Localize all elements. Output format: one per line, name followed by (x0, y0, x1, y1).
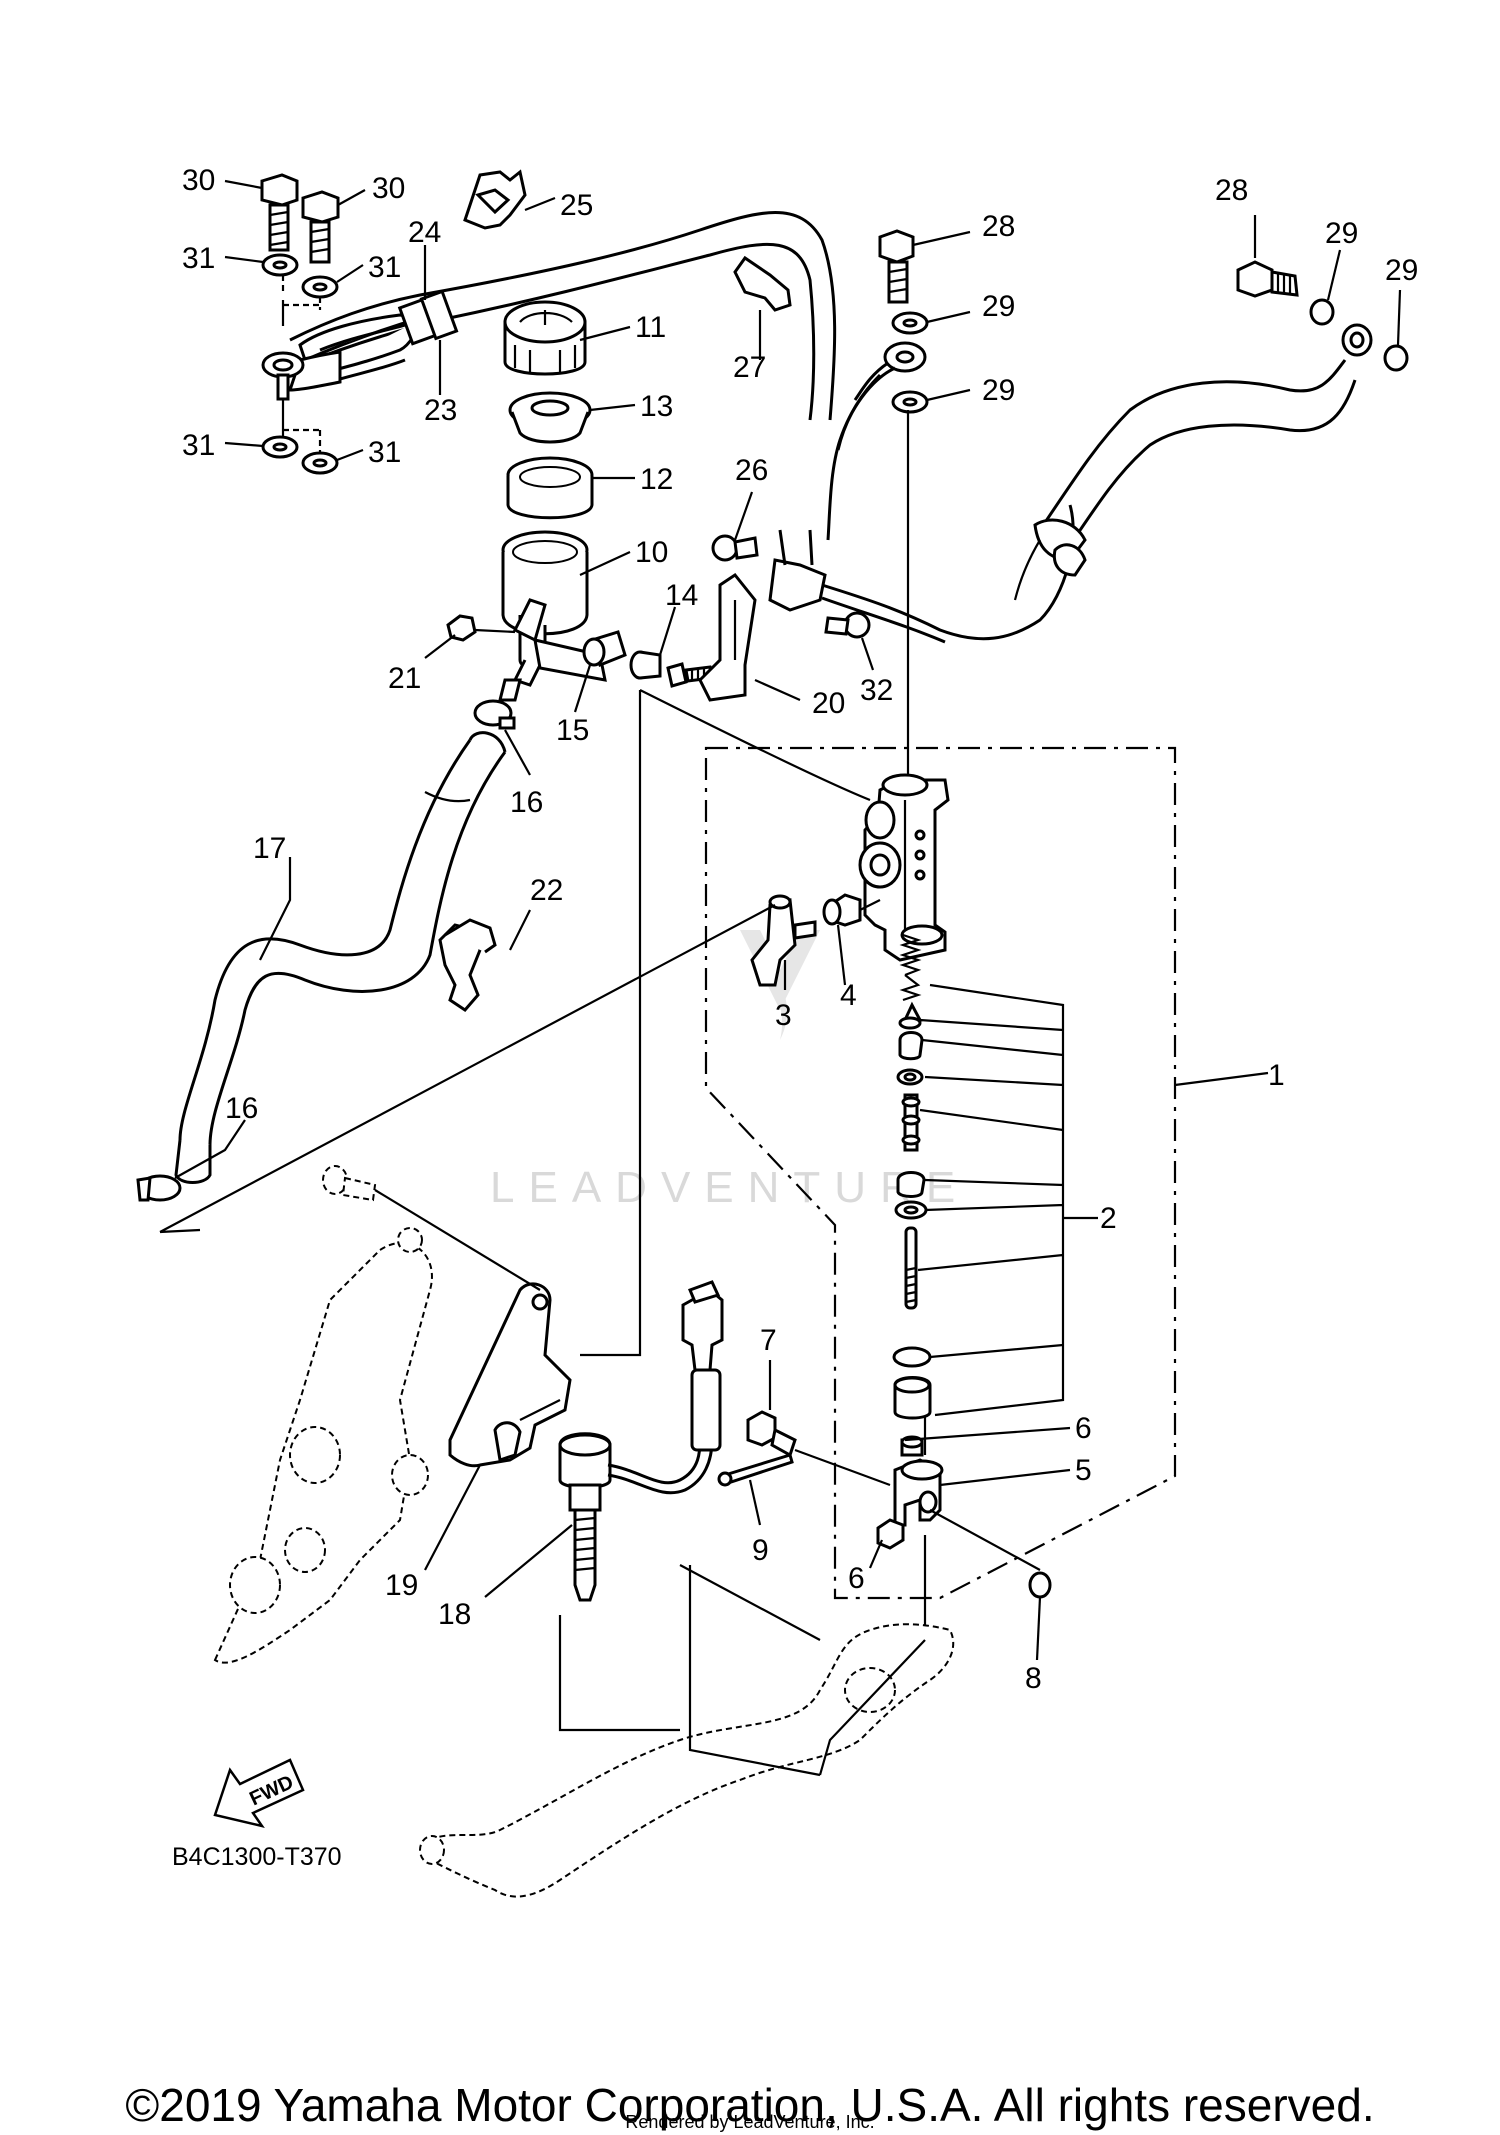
clamp-22 (438, 918, 497, 1012)
bolt-30a (260, 173, 299, 252)
callout-24: 24 (408, 216, 441, 249)
callout-18: 18 (438, 1598, 471, 1631)
callout-20: 20 (812, 687, 845, 720)
oring-4 (822, 893, 862, 927)
diaphragm-13 (508, 391, 592, 444)
diaphragm-holder-12 (506, 456, 594, 520)
callout-5: 5 (1075, 1454, 1092, 1487)
master-cylinder-body (858, 773, 950, 962)
reservoir-10 (501, 530, 607, 687)
callout-1: 1 (1268, 1059, 1285, 1092)
callout-31c: 31 (182, 429, 215, 462)
brake-pedal-ghost (419, 1623, 955, 1898)
callout-16b: 16 (225, 1092, 258, 1125)
callout-12: 12 (640, 463, 673, 496)
callout-28b: 28 (982, 210, 1015, 243)
fitting-15 (582, 630, 627, 667)
callout-8: 8 (1025, 1662, 1042, 1695)
callout-21: 21 (388, 662, 421, 695)
hose-clamp-16a (473, 699, 516, 730)
hose-guide-27 (733, 255, 792, 312)
washer-29c (1309, 298, 1335, 326)
bolt-20 (666, 662, 714, 688)
rendered-by-credit: Rendered by LeadVenture, Inc. (625, 2112, 875, 2132)
callout-4: 4 (840, 979, 857, 1012)
oring-8 (1028, 1571, 1052, 1599)
fitting-21-pipe (498, 678, 522, 702)
callout-29c: 29 (982, 290, 1015, 323)
bolt-7 (746, 1410, 797, 1458)
fwd-arrow-icon: FWD (213, 1758, 305, 1828)
callout-31d: 31 (368, 436, 401, 469)
bolt-ghost (322, 1165, 377, 1202)
washer-29d (1383, 344, 1409, 372)
brake-switch-18 (558, 1280, 724, 1602)
callout-29b: 29 (1385, 254, 1418, 287)
nut-6b (876, 1518, 905, 1550)
callout-10: 10 (635, 536, 668, 569)
pin-9 (717, 1453, 794, 1487)
grommet-14 (629, 650, 662, 680)
diagram-code: B4C1300-T370 (172, 1843, 342, 1871)
hose-joint (768, 504, 1075, 644)
clevis-5 (893, 1458, 944, 1527)
callout-22: 22 (530, 874, 563, 907)
bolt-26 (711, 534, 759, 562)
callout-13: 13 (640, 390, 673, 423)
callout-14: 14 (665, 579, 698, 612)
callout-30b: 30 (372, 172, 405, 205)
bolt-30b (301, 190, 340, 264)
callout-31b: 31 (368, 251, 401, 284)
bolt-28a (878, 229, 915, 304)
callout-6b: 6 (848, 1562, 865, 1595)
hose-clamp-16b (136, 1174, 182, 1202)
callout-11: 11 (635, 311, 666, 344)
switch-bracket-19 (448, 1282, 572, 1468)
internal-kit-2 (892, 933, 1065, 1457)
callout-28a: 28 (1215, 174, 1248, 207)
callout-30a: 30 (182, 164, 215, 197)
callout-25: 25 (560, 189, 593, 222)
bolt-28b (1236, 260, 1299, 298)
clamp-25 (463, 169, 527, 230)
bracket-20 (698, 572, 757, 702)
leadventure-watermark: LEADVENTURE (490, 930, 969, 1212)
brake-hose-right (1013, 359, 1357, 601)
callout-19: 19 (385, 1569, 418, 1602)
watermark-text: LEADVENTURE (490, 1163, 969, 1212)
assembly-1-outline (704, 746, 1177, 1600)
callout-7: 7 (760, 1324, 777, 1357)
callout-26: 26 (735, 454, 768, 487)
callout-27: 27 (733, 351, 766, 384)
callout-3: 3 (775, 999, 792, 1032)
copyright-notice: ©2019 Yamaha Motor Corporation, U.S.A. A… (125, 2079, 1375, 2131)
callout-29d: 29 (982, 374, 1015, 407)
reservoir-hose-17 (174, 731, 507, 1184)
footrest-bracket-ghost (213, 1227, 433, 1664)
callout-29a: 29 (1325, 217, 1358, 250)
callout-17: 17 (253, 832, 286, 865)
callout-31a: 31 (182, 242, 215, 275)
bolt-32 (824, 611, 871, 639)
callout-9: 9 (752, 1534, 769, 1567)
callout-labels: 30 30 25 24 31 31 23 31 31 11 13 12 10 1… (182, 164, 1418, 1695)
leader-lines (174, 179, 1402, 1661)
callout-2: 2 (1100, 1202, 1117, 1235)
callout-6a: 6 (1075, 1412, 1092, 1445)
callout-32: 32 (860, 674, 893, 707)
callout-15: 15 (556, 714, 589, 747)
banjo-29a (853, 341, 927, 401)
banjo-hose-assembly (261, 211, 837, 440)
callout-16a: 16 (510, 786, 543, 819)
reservoir-cap-11 (503, 300, 587, 376)
callout-23: 23 (424, 394, 457, 427)
